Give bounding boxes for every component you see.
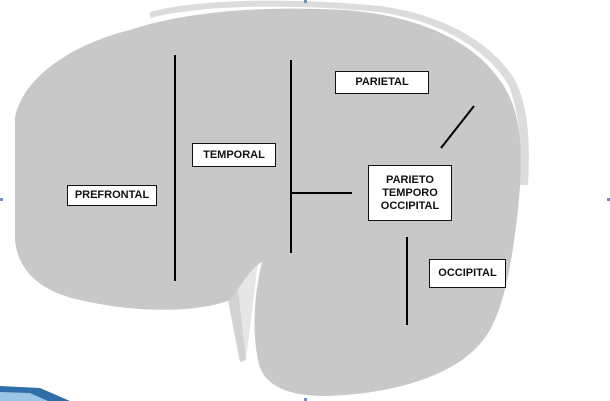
selection-handle-bottom	[304, 398, 307, 401]
selection-handle-top	[304, 0, 307, 3]
selection-handle-right	[607, 198, 610, 201]
brain-silhouette	[15, 8, 521, 397]
corner-accent-highlight	[0, 392, 48, 401]
selection-handle-left	[0, 198, 3, 201]
divider-line-parietal-diagonal	[440, 105, 475, 149]
label-parieto-temporo-occipital: PARIETO TEMPORO OCCIPITAL	[368, 165, 452, 221]
brain-bevel-fold	[228, 290, 246, 362]
label-temporal: TEMPORAL	[192, 143, 276, 167]
label-prefrontal: PREFRONTAL	[67, 185, 157, 206]
label-parietal: PARIETAL	[335, 71, 429, 94]
label-occipital: OCCIPITAL	[429, 259, 506, 288]
